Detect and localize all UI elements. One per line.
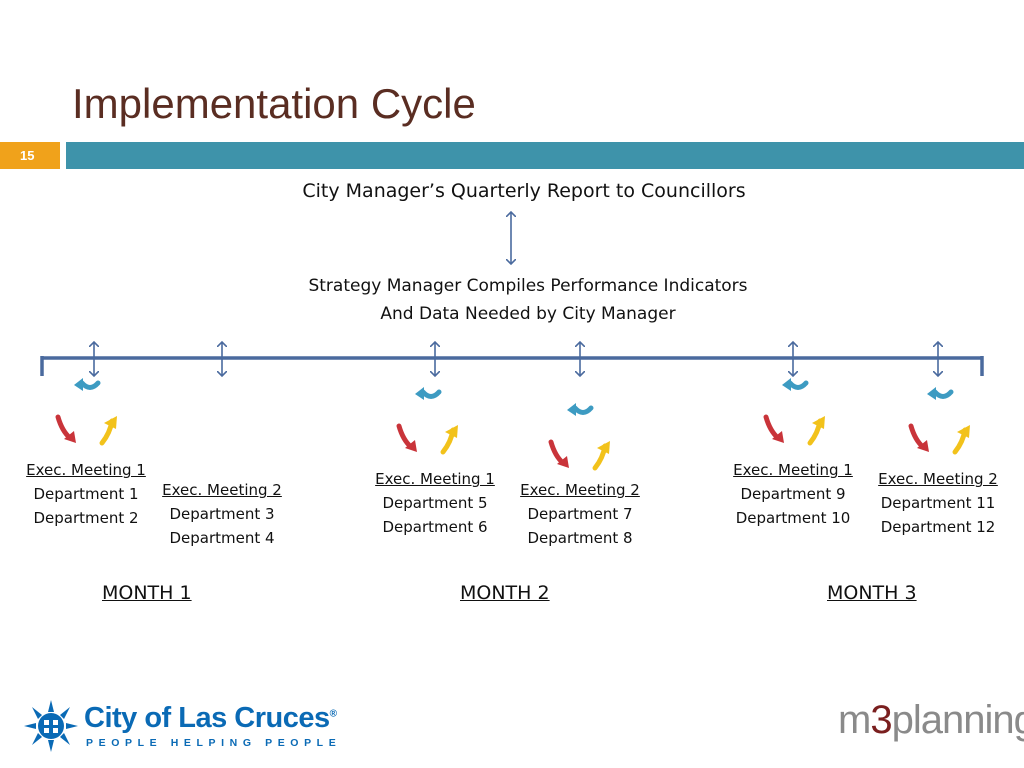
- meeting-group-4: Exec. Meeting 2 Department 7 Department …: [510, 478, 650, 550]
- timeline-connectors: [94, 342, 938, 376]
- timeline: [40, 356, 984, 376]
- sun-emblem-icon: [24, 700, 78, 752]
- city-logo-name: City of Las Cruces®: [84, 702, 337, 734]
- slide-title: Implementation Cycle: [72, 80, 476, 127]
- registered-mark: ®: [329, 708, 337, 720]
- department-label: Department 9: [740, 485, 846, 503]
- cycle-arrows-icon: [763, 378, 825, 446]
- city-tagline: PEOPLE HELPING PEOPLE: [86, 737, 342, 749]
- department-label: Department 12: [880, 518, 996, 536]
- meeting-group-2: Exec. Meeting 2 Department 3 Department …: [152, 478, 292, 550]
- meeting-heading: Exec. Meeting 1: [733, 461, 853, 479]
- month-label-2: MONTH 2: [460, 582, 550, 604]
- month-label-1: MONTH 1: [102, 582, 192, 604]
- middle-node-strategy: Strategy Manager Compiles Performance In…: [268, 272, 788, 328]
- meeting-group-3: Exec. Meeting 1 Department 5 Department …: [365, 467, 505, 539]
- department-label: Department 4: [169, 529, 275, 547]
- department-label: Department 2: [33, 509, 139, 527]
- meeting-heading: Exec. Meeting 1: [26, 461, 146, 479]
- meeting-heading: Exec. Meeting 1: [375, 470, 495, 488]
- department-label: Department 6: [382, 518, 488, 536]
- department-label: Department 5: [382, 494, 488, 512]
- department-label: Department 11: [880, 494, 996, 512]
- department-label: Department 1: [33, 485, 139, 503]
- m3planning-logo: m3planning: [838, 698, 1024, 742]
- department-label: Department 10: [735, 509, 851, 527]
- cycle-arrows-icon: [55, 378, 117, 446]
- meeting-heading: Exec. Meeting 2: [878, 470, 998, 488]
- meeting-heading: Exec. Meeting 2: [162, 481, 282, 499]
- page-number: 15: [0, 142, 60, 169]
- meeting-group-6: Exec. Meeting 2 Department 11 Department…: [866, 467, 1010, 539]
- meeting-group-1: Exec. Meeting 1 Department 1 Department …: [18, 458, 154, 530]
- header-bar: [66, 142, 1024, 169]
- cycle-arrows-icon: [908, 387, 970, 455]
- middle-node-line-1: Strategy Manager Compiles Performance In…: [308, 276, 748, 296]
- cycle-arrows-icon: [396, 387, 458, 455]
- department-label: Department 3: [169, 505, 275, 523]
- meeting-group-5: Exec. Meeting 1 Department 9 Department …: [722, 458, 864, 530]
- middle-node-line-2: And Data Needed by City Manager: [380, 304, 676, 324]
- department-label: Department 7: [527, 505, 633, 523]
- meeting-heading: Exec. Meeting 2: [520, 481, 640, 499]
- cycle-arrows-icon: [548, 403, 610, 471]
- top-node-report: City Manager’s Quarterly Report to Counc…: [302, 180, 746, 202]
- month-label-3: MONTH 3: [827, 582, 917, 604]
- city-logo: City of Las Cruces® PEOPLE HELPING PEOPL…: [24, 700, 337, 752]
- department-label: Department 8: [527, 529, 633, 547]
